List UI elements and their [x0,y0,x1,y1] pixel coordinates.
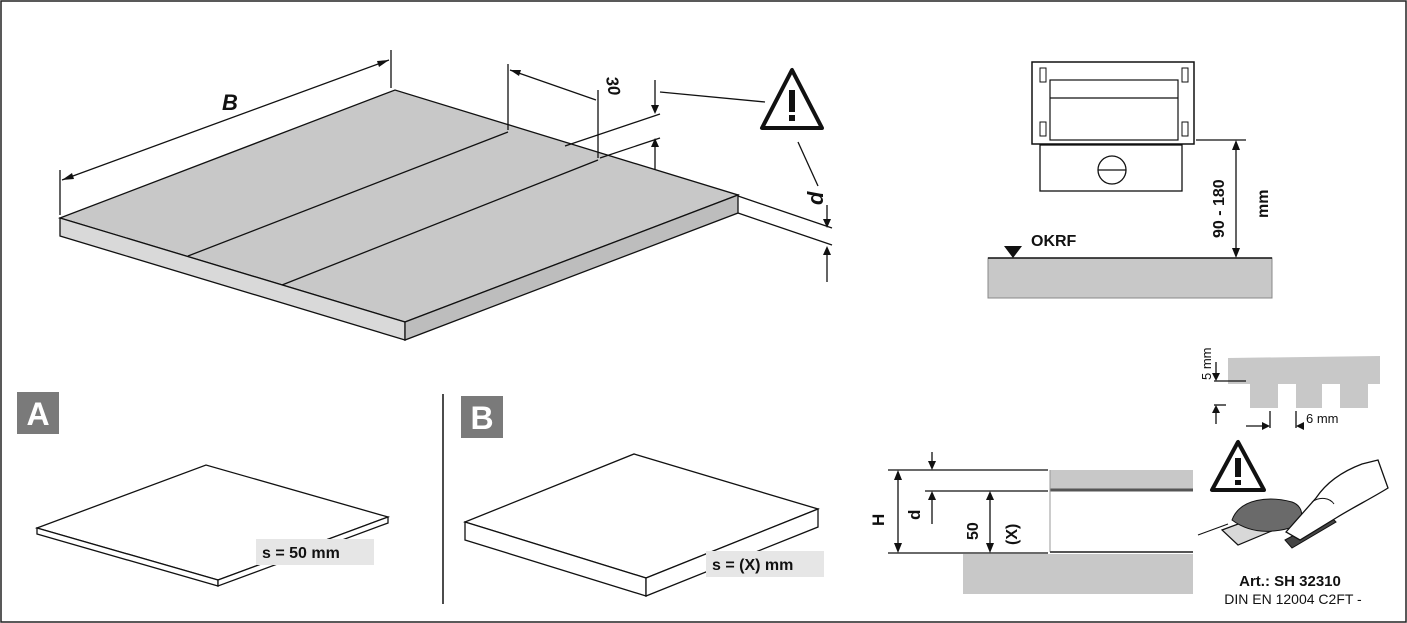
subfloor-layer [963,554,1193,594]
thickness-a-bg [256,539,374,565]
dim-d2-label: d [905,510,924,520]
slab-joint-2 [281,159,599,286]
dim-d-ext-bottom [737,212,833,246]
panel-b: B s = (X) mm [461,396,824,597]
dim-x-label: (X) [1004,524,1021,545]
badge-b [461,396,503,438]
art-number: Art.: SH 32310 [1239,573,1341,590]
top-covering-layer [1050,470,1193,490]
drain-inner [1049,79,1179,141]
badge-b-letter: B [470,400,493,436]
warning-leader-1 [659,91,766,103]
dim-d-arrow-top [823,219,831,228]
slab-joint-1 [187,131,509,257]
dim-h-label: H [869,514,888,526]
dim-b-arrow-right [377,60,389,67]
joint-arrow-bottom [651,138,659,147]
joint-guide-1 [564,113,661,147]
thickness-b-label: s = (X) mm [712,557,793,574]
drain-drawing: 90 - 180 mm OKRF [987,61,1273,299]
tooth-5-label: 5 mm [1199,348,1214,381]
dim-30-line [509,69,597,101]
tooth-profile [1228,356,1380,408]
badge-a-letter: A [26,396,49,432]
height-unit-label: mm [1255,190,1272,218]
dim-30-arrow-left [510,70,521,76]
dim-50-label: 50 [965,522,982,540]
thickness-b-bg [706,551,824,577]
section-drawing: H d 50 (X) 5 mm 6 mm [869,348,1389,607]
dim-d-ext-top [737,195,833,229]
dim-d-arrow-bottom [823,246,831,255]
panel-a: A s = 50 mm [17,392,391,587]
dim-b-label: B [222,90,238,115]
tooth-6-label: 6 mm [1306,411,1339,426]
joint-guide-2 [599,137,661,159]
grout-trowel-icon [1197,459,1389,549]
dim-b-arrow-left [62,173,74,180]
dim-30-label: 30 [602,75,624,97]
thickness-a-label: s = 50 mm [262,545,340,562]
dim-b-line [61,59,390,181]
arrow-down-icon [1004,246,1022,258]
okrf-label: OKRF [1031,233,1077,250]
badge-a [17,392,59,434]
dim-d-label: d [803,191,828,205]
floor-level [987,257,1273,299]
din-norm: DIN EN 12004 C2FT - [1224,591,1362,607]
joint-arrow-top [651,105,659,114]
slab-drawing: B 30 d [57,50,833,341]
warning-triangle-icon [1210,440,1266,492]
height-range-label: 90 - 180 [1211,179,1228,238]
warning-triangle-icon [760,68,824,130]
warning-leader-2 [797,141,819,187]
